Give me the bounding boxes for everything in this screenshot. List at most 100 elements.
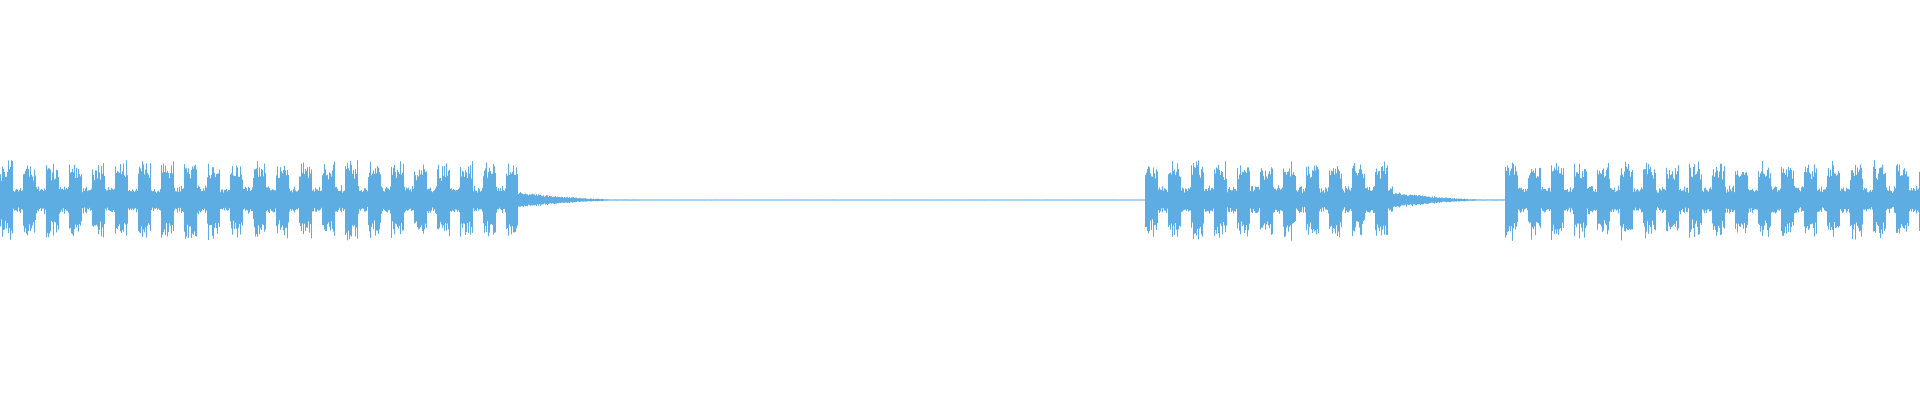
waveform-sample-bar: [1360, 164, 1361, 235]
waveform-sample-bar: [1474, 199, 1475, 201]
waveform-sample-bar: [1023, 199, 1024, 201]
waveform-sample-bar: [1462, 199, 1463, 201]
waveform-sample-bar: [699, 199, 700, 201]
waveform-sample-bar: [1573, 187, 1574, 215]
waveform-sample-bar: [244, 189, 245, 209]
waveform-sample-bar: [240, 166, 241, 235]
waveform-sample-bar: [295, 190, 296, 210]
waveform-sample-bar: [1103, 199, 1104, 201]
waveform-sample-bar: [938, 199, 939, 201]
waveform-sample-bar: [711, 199, 712, 201]
waveform-sample-bar: [1554, 167, 1555, 234]
waveform-sample-bar: [326, 175, 327, 231]
waveform-sample-bar: [79, 174, 80, 225]
waveform-sample-bar: [1727, 189, 1728, 213]
waveform-sample-bar: [1516, 171, 1517, 227]
waveform-sample-bar: [1525, 188, 1526, 209]
waveform-sample-bar: [493, 163, 494, 235]
waveform-sample-bar: [1602, 169, 1603, 233]
waveform-sample-bar: [1670, 175, 1671, 230]
waveform-sample-bar: [949, 199, 950, 201]
waveform-sample-bar: [1598, 174, 1599, 224]
waveform-sample-bar: [206, 187, 207, 211]
waveform-sample-bar: [290, 191, 291, 210]
waveform-sample-bar: [1374, 186, 1375, 213]
waveform-sample-bar: [680, 199, 681, 201]
waveform-sample-bar: [906, 199, 907, 201]
waveform-sample-bar: [1535, 168, 1536, 236]
waveform-sample-bar: [354, 178, 355, 226]
waveform-sample-bar: [140, 168, 141, 234]
waveform-sample-bar: [61, 189, 62, 210]
waveform-sample-bar: [1302, 193, 1303, 208]
waveform-sample-bar: [384, 191, 385, 211]
waveform-sample-bar: [175, 191, 176, 209]
waveform-sample-bar: [578, 198, 579, 202]
waveform-sample-bar: [988, 199, 989, 201]
waveform-sample-bar: [791, 199, 792, 201]
waveform-sample-bar: [696, 199, 697, 201]
waveform-sample-bar: [1442, 197, 1443, 202]
waveform-sample-bar: [1082, 199, 1083, 201]
waveform-sample-bar: [1643, 169, 1644, 224]
waveform-sample-bar: [473, 191, 474, 209]
waveform-sample-bar: [1798, 187, 1799, 213]
waveform-sample-bar: [1779, 190, 1780, 211]
waveform-sample-bar: [29, 176, 30, 225]
waveform-sample-bar: [25, 170, 26, 229]
waveform-sample-bar: [176, 191, 177, 210]
waveform-sample-bar: [805, 199, 806, 201]
waveform-sample-bar: [1295, 175, 1296, 222]
waveform-sample-bar: [891, 199, 892, 201]
waveform-sample-bar: [472, 161, 473, 233]
waveform-sample-bar: [67, 188, 68, 211]
waveform-sample-bar: [686, 199, 687, 201]
waveform-sample-bar: [842, 199, 843, 201]
waveform-sample-bar: [1108, 199, 1109, 201]
waveform-sample-bar: [1843, 187, 1844, 213]
waveform-sample-bar: [1830, 169, 1831, 231]
waveform-sample-bar: [449, 169, 450, 237]
waveform-sample-bar: [197, 188, 198, 213]
waveform-sample-bar: [554, 196, 555, 205]
waveform-sample-bar: [914, 199, 915, 201]
waveform-sample-bar: [1230, 190, 1231, 209]
waveform-sample-bar: [961, 199, 962, 201]
waveform-sample-bar: [1131, 199, 1132, 201]
waveform-sample-bar: [1073, 199, 1074, 201]
waveform-sample-bar: [1421, 195, 1422, 205]
waveform-sample-bar: [253, 177, 254, 220]
waveform-sample-bar: [1523, 188, 1524, 212]
waveform-sample-bar: [1736, 174, 1737, 224]
waveform-sample-bar: [332, 170, 333, 229]
waveform-sample-bar: [541, 195, 542, 205]
waveform-sample-bar: [3, 168, 4, 230]
waveform-sample-bar: [467, 177, 468, 224]
waveform-sample-bar: [1229, 187, 1230, 213]
waveform-sample-bar: [1067, 199, 1068, 201]
waveform-sample-bar: [1182, 187, 1183, 212]
waveform-sample-bar: [1738, 175, 1739, 224]
waveform-sample-bar: [1669, 169, 1670, 227]
waveform-sample-bar: [1509, 175, 1510, 227]
waveform-sample-bar: [113, 189, 114, 211]
waveform-sample-bar: [779, 199, 780, 201]
waveform-sample-bar: [1825, 189, 1826, 212]
waveform-sample-bar: [120, 163, 121, 232]
waveform-sample-bar: [1886, 187, 1887, 211]
waveform-sample-bar: [1565, 189, 1566, 211]
waveform-sample-bar: [536, 194, 537, 206]
waveform-sample-bar: [1228, 189, 1229, 212]
waveform-sample-bar: [457, 189, 458, 212]
waveform-sample-bar: [167, 170, 168, 237]
waveform-sample-bar: [504, 190, 505, 209]
waveform-sample-bar: [1225, 161, 1226, 233]
waveform-sample-bar: [1185, 188, 1186, 210]
waveform-sample-bar: [1804, 172, 1805, 227]
waveform-sample-bar: [88, 190, 89, 210]
waveform-sample-bar: [1582, 171, 1583, 232]
waveform-sample-bar: [1882, 164, 1883, 235]
waveform-sample-bar: [456, 189, 457, 210]
waveform-sample-bar: [1047, 199, 1048, 201]
waveform-sample-bar: [423, 164, 424, 234]
